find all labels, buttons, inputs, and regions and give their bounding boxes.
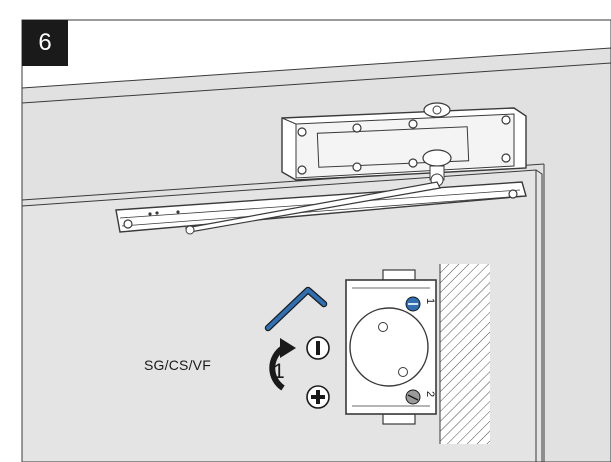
- plus-icon: [306, 385, 330, 409]
- step-number-badge: 6: [22, 20, 68, 66]
- turn-count: 1: [273, 360, 285, 383]
- hex-key-icon: [266, 288, 326, 330]
- model-label: SG/CS/VF: [144, 357, 211, 373]
- rotate-arrow-head: [280, 338, 296, 358]
- lintel-line: [21, 62, 611, 104]
- valve-housing: [345, 269, 437, 425]
- valve-2-label: 2: [424, 391, 436, 397]
- rotate-ccw-arrow-icon: [269, 345, 285, 391]
- wall-hatch: [440, 264, 490, 444]
- valve-1-label: 1: [424, 298, 436, 304]
- closer-body: [281, 102, 527, 187]
- slide-rail: [115, 181, 527, 235]
- minus-icon: [306, 336, 330, 360]
